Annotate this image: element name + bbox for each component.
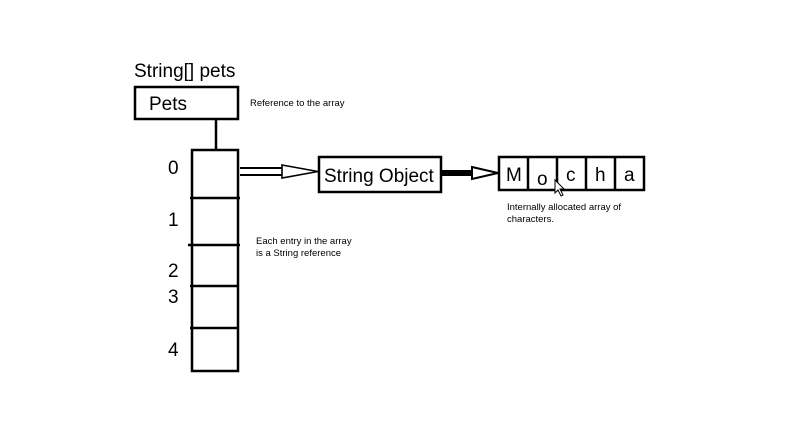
- mouse-cursor-icon: [554, 178, 566, 197]
- char-cell-label: a: [624, 165, 635, 186]
- array-index-label: 4: [168, 340, 179, 361]
- char-cell-label: c: [566, 165, 576, 186]
- array-column: [188, 148, 240, 373]
- char-array-note-line: characters.: [507, 214, 554, 225]
- char-array-arrow: [441, 165, 499, 181]
- array-note-line: Each entry in the array: [256, 236, 352, 247]
- variable-declaration-label: String[] pets: [134, 61, 235, 82]
- char-array-note-line: Internally allocated array of: [507, 202, 621, 213]
- string-object-label: String Object: [324, 166, 435, 187]
- reference-box-label: Pets: [149, 94, 187, 115]
- array-note-line: is a String reference: [256, 248, 341, 259]
- reference-note: Reference to the array: [250, 98, 345, 109]
- array-index-label: 2: [168, 261, 179, 282]
- char-cell-label: o: [537, 169, 548, 190]
- array-index-label: 3: [168, 287, 179, 308]
- array-outline: [190, 148, 240, 373]
- char-cell-label: h: [595, 165, 606, 186]
- element-reference-arrow: [240, 164, 319, 179]
- arrowhead-icon: [471, 165, 499, 181]
- char-cell-label: M: [506, 165, 522, 186]
- reference-box: [133, 85, 240, 121]
- array-index-label: 1: [168, 210, 179, 231]
- arrowhead-icon: [281, 164, 319, 179]
- array-index-label: 0: [168, 158, 179, 179]
- char-array-outline: [497, 155, 646, 192]
